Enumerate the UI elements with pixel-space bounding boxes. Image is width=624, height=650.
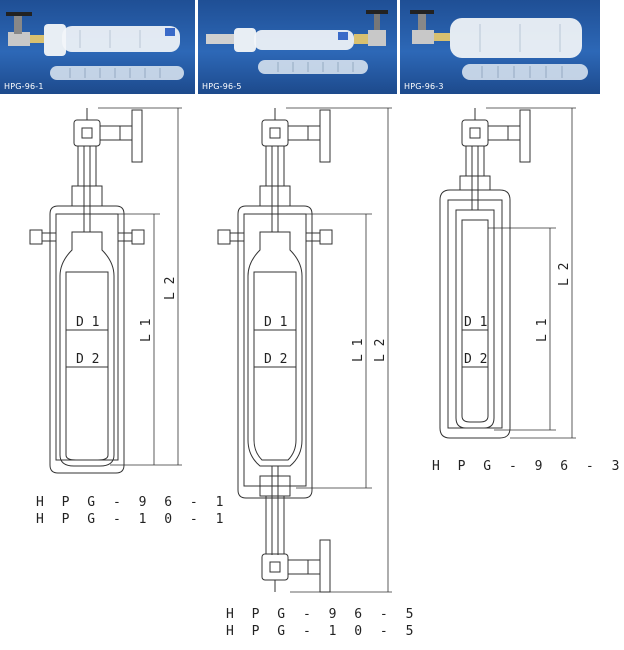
label-d1-left: D 1 xyxy=(76,315,99,330)
photo-label: HPG-96-3 xyxy=(404,82,444,91)
photo-image xyxy=(6,12,184,80)
label-d1-center: D 1 xyxy=(264,315,287,330)
label-l1-right: L 1 xyxy=(535,319,550,342)
drawing-hpg-96-5 xyxy=(217,108,333,593)
label-d2-center: D 2 xyxy=(264,352,287,367)
label-l2-right: L 2 xyxy=(557,263,572,286)
model-name: H P G - 1 0 - 1 xyxy=(36,512,229,527)
label-l1-left: L 1 xyxy=(139,319,154,342)
dimension-labels: D 1 D 2 D 1 D 2 D 1 D 2 L 1 L 2 L 1 L 2 … xyxy=(76,263,572,367)
technical-drawing: D 1 D 2 D 1 D 2 D 1 D 2 L 1 L 2 L 1 L 2 … xyxy=(29,107,576,593)
model-label-left: H P G - 9 6 - 1 H P G - 1 0 - 1 xyxy=(36,494,228,528)
photo-label: HPG-96-5 xyxy=(202,82,242,91)
label-d2-right: D 2 xyxy=(464,352,487,367)
drawing-hpg-96-1 xyxy=(29,108,145,474)
label-d2-left: D 2 xyxy=(76,352,99,367)
photo-hpg-96-1: HPG-96-1 xyxy=(0,0,195,94)
photo-hpg-96-5: HPG-96-5 xyxy=(198,0,397,94)
label-l1-center: L 1 xyxy=(351,339,366,362)
label-l2-center: L 2 xyxy=(373,339,388,362)
photo-hpg-96-3: HPG-96-3 xyxy=(400,0,600,94)
label-d1-right: D 1 xyxy=(464,315,487,330)
model-name: H P G - 1 0 - 5 xyxy=(226,624,419,639)
model-label-center: H P G - 9 6 - 5 H P G - 1 0 - 5 xyxy=(226,606,418,640)
model-name: H P G - 9 6 - 1 xyxy=(36,495,229,510)
label-l2-left: L 2 xyxy=(163,277,178,300)
photo-image xyxy=(410,10,588,80)
model-name: H P G - 9 6 - 3 xyxy=(432,459,624,474)
model-name: H P G - 9 6 - 5 xyxy=(226,607,419,622)
drawing-hpg-96-3 xyxy=(439,108,531,439)
photo-image xyxy=(206,10,388,74)
model-label-right: H P G - 9 6 - 3 xyxy=(432,458,624,475)
dimension-lines xyxy=(98,107,576,593)
photo-label: HPG-96-1 xyxy=(4,82,44,91)
